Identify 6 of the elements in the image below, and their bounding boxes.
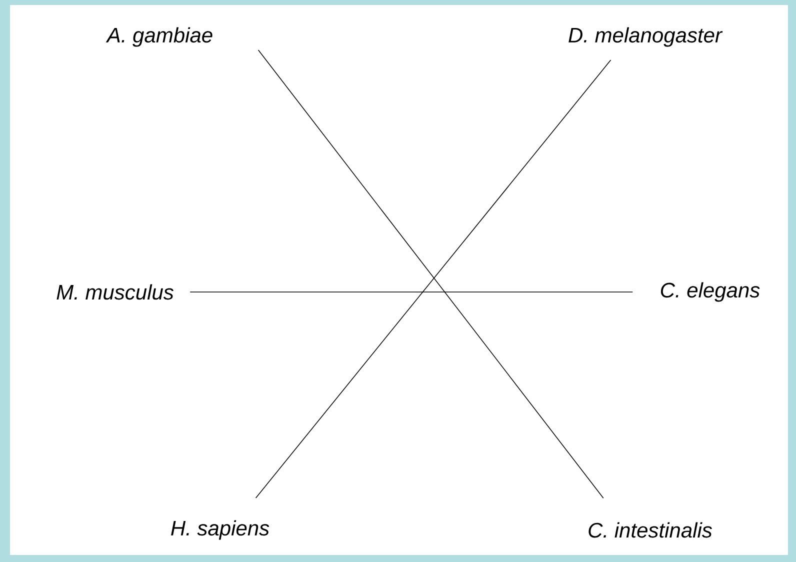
species-label: D. melanogaster (568, 27, 723, 47)
species-label: H. sapiens (171, 520, 270, 540)
species-label: A. gambiae (106, 27, 212, 47)
species-label: C. elegans (660, 282, 760, 302)
species-label: C. intestinalis (588, 522, 712, 538)
species-label: M. musculus (56, 284, 174, 300)
